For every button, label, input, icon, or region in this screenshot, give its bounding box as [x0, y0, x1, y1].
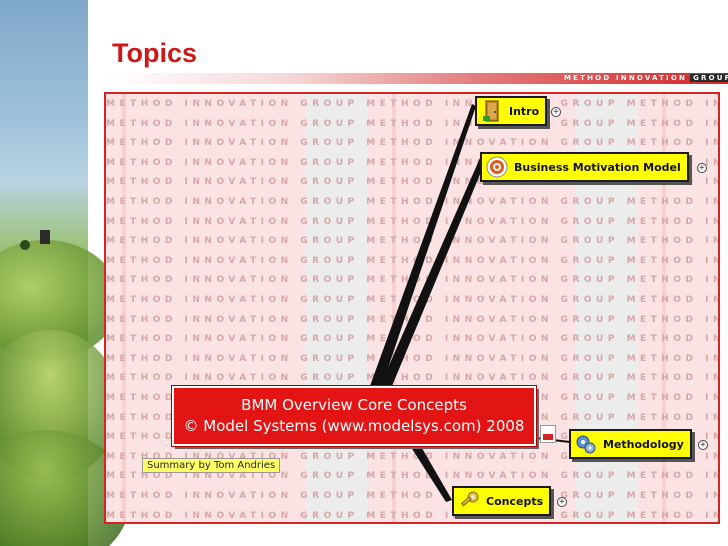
expand-methodology-button[interactable]: +: [698, 440, 708, 450]
watermark-row: METHOD INNOVATION GROUP METHOD INNOVATIO…: [106, 157, 718, 168]
brand-name: METHOD INNOVATION: [564, 74, 688, 82]
pdf-attachment-icon[interactable]: [540, 425, 556, 443]
node-label: Concepts: [486, 494, 544, 508]
watermark-row: METHOD INNOVATION GROUP METHOD INNOVATIO…: [106, 295, 718, 305]
node-label: Methodology: [603, 437, 684, 451]
connector-intro: [370, 104, 476, 386]
node-intro[interactable]: Intro: [475, 96, 548, 126]
watermark-row: METHOD INNOVATION GROUP METHOD INNOVATIO…: [106, 216, 718, 227]
expand-bmm-button[interactable]: +: [697, 163, 707, 173]
watermark-row: METHOD INNOVATION GROUP METHOD INNOVATIO…: [106, 197, 718, 207]
watermark-row: METHOD INNOVATION GROUP METHOD INNOVATIO…: [106, 236, 718, 247]
central-topic-title: BMM Overview Core Concepts: [241, 396, 467, 414]
watermark-row: METHOD INNOVATION GROUP METHOD INNOVATIO…: [106, 118, 718, 129]
central-topic-copyright: © Model Systems (www.modelsys.com) 2008: [183, 417, 525, 435]
watermark-row: METHOD INNOVATION GROUP METHOD INNOVATIO…: [106, 177, 718, 188]
expand-concepts-button[interactable]: +: [557, 497, 567, 507]
watermark-row: METHOD INNOVATION GROUP METHOD INNOVATIO…: [106, 138, 718, 149]
gears-icon: [575, 433, 597, 455]
watermark-row: METHOD INNOVATION GROUP METHOD INNOVATIO…: [106, 255, 718, 266]
watermark-row: METHOD INNOVATION GROUP METHOD INNOVATIO…: [106, 510, 718, 521]
watermark-row: METHOD INNOVATION GROUP METHOD INNOVATIO…: [106, 451, 718, 462]
page-title: Topics: [112, 38, 198, 68]
brand-group: GROUP: [690, 74, 728, 82]
node-methodology[interactable]: Methodology: [569, 429, 692, 459]
key-icon: [458, 490, 480, 512]
node-concepts[interactable]: Concepts: [452, 486, 552, 516]
node-business-motivation-model[interactable]: Business Motivation Model: [480, 152, 689, 182]
expand-intro-button[interactable]: +: [551, 107, 561, 117]
door-icon: [481, 100, 503, 122]
node-label: Intro: [509, 104, 540, 118]
target-icon: [486, 156, 508, 178]
title-rule: [108, 73, 728, 84]
watermark-row: METHOD INNOVATION GROUP METHOD INNOVATIO…: [106, 99, 718, 109]
watermark-row: METHOD INNOVATION GROUP METHOD INNOVATIO…: [106, 491, 718, 501]
node-label: Business Motivation Model: [514, 160, 681, 174]
house-icon: [40, 230, 50, 244]
watermark-row: METHOD INNOVATION GROUP METHOD INNOVATIO…: [106, 334, 718, 345]
summary-note: Summary by Tom Andries: [142, 458, 281, 473]
watermark-row: METHOD INNOVATION GROUP METHOD INNOVATIO…: [106, 373, 718, 384]
watermark-row: METHOD INNOVATION GROUP METHOD INNOVATIO…: [106, 353, 718, 364]
watermark-row: METHOD INNOVATION GROUP METHOD INNOVATIO…: [106, 471, 718, 482]
central-topic[interactable]: BMM Overview Core Concepts © Model Syste…: [171, 385, 537, 447]
tree-icon: [20, 240, 30, 250]
connector-bmm: [380, 158, 486, 386]
